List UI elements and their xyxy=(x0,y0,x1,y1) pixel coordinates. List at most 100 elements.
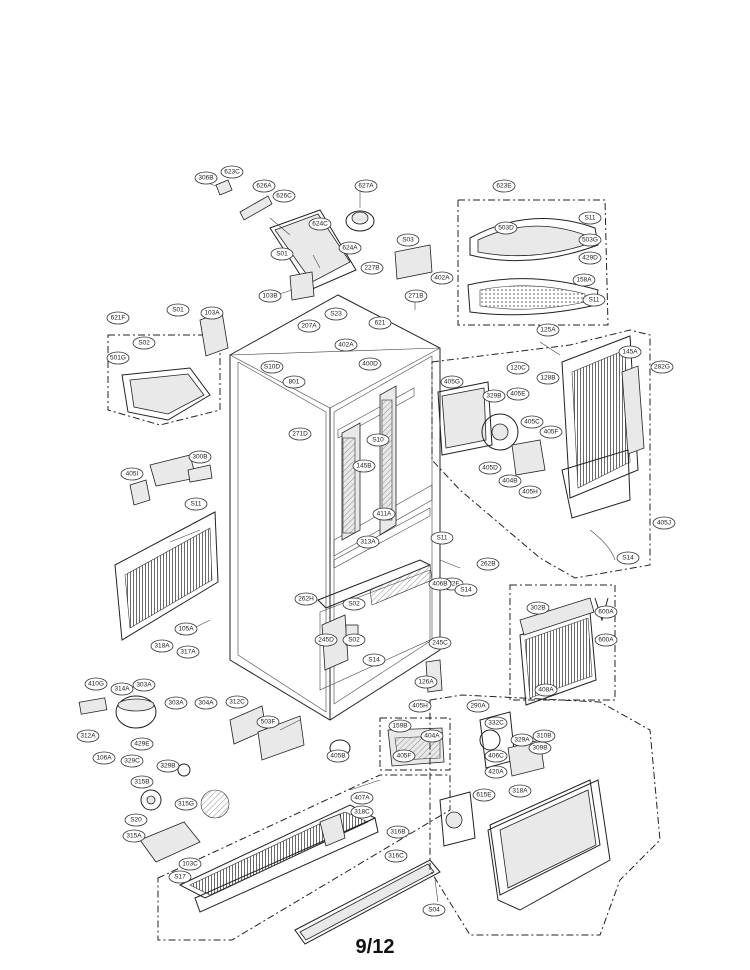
part-label-balloon xyxy=(408,699,432,713)
part-label-text: 315G xyxy=(178,801,194,808)
part-label-balloon xyxy=(508,784,532,798)
part-label-text: 290A xyxy=(470,703,486,710)
part-label-text: 317A xyxy=(180,649,196,656)
part-label-balloon xyxy=(132,336,156,350)
part-label-text: S14 xyxy=(460,587,472,594)
part-label-balloon xyxy=(518,485,542,499)
part-label-s11: S11 xyxy=(578,211,602,225)
part-label-balloon xyxy=(372,507,396,521)
part-label-text: 405C xyxy=(524,419,540,426)
part-label-text: 420A xyxy=(488,769,504,776)
part-label-balloon xyxy=(498,474,522,488)
part-label-411a: 411A xyxy=(372,507,396,521)
part-label-balloon xyxy=(297,319,321,333)
part-label-626a: 626A xyxy=(252,179,276,193)
part-label-text: S10D xyxy=(264,364,281,371)
part-label-balloon xyxy=(314,633,338,647)
part-label-balloon xyxy=(478,461,502,475)
part-label-309b: 309B xyxy=(528,741,552,755)
freezer-door-assembly xyxy=(429,694,661,936)
part-label-400d: 400D xyxy=(358,357,382,371)
part-label-balloon xyxy=(256,715,280,729)
part-label-125a: 125A xyxy=(536,323,560,337)
part-label-329b: 329B xyxy=(156,759,180,773)
part-label-405h: 405H xyxy=(518,485,542,499)
part-label-text: 405J xyxy=(657,520,671,527)
part-label-303a: 303A xyxy=(164,696,188,710)
part-label-s11: S11 xyxy=(582,293,606,307)
part-label-text: 405H xyxy=(412,703,428,710)
part-label-text: 404B xyxy=(502,478,517,485)
part-label-300b: 300B xyxy=(188,450,212,464)
part-label-balloon xyxy=(396,233,420,247)
part-label-text: 801 xyxy=(289,379,300,386)
part-label-balloon xyxy=(132,678,156,692)
part-label-balloon xyxy=(188,450,212,464)
part-label-429e: 429E xyxy=(130,737,154,751)
part-label-text: 410G xyxy=(88,681,104,688)
part-label-text: S14 xyxy=(368,657,380,664)
part-label-balloon xyxy=(414,675,438,689)
part-label-text: 145A xyxy=(622,349,638,356)
part-label-balloon xyxy=(352,459,376,473)
part-label-balloon xyxy=(156,759,180,773)
part-label-text: 623C xyxy=(224,169,240,176)
part-label-text: 402A xyxy=(434,275,450,282)
parts-drawing xyxy=(78,179,661,945)
part-label-balloon xyxy=(578,233,602,247)
part-label-text: 624C xyxy=(312,221,328,228)
part-label-s02: S02 xyxy=(132,336,156,350)
part-label-271d: 271D xyxy=(288,427,312,441)
part-label-text: 106A xyxy=(96,755,112,762)
part-label-balloon xyxy=(430,531,454,545)
part-label-303a: 303A xyxy=(132,678,156,692)
part-label-balloon xyxy=(492,179,516,193)
part-label-316c: 316C xyxy=(384,849,408,863)
part-label-balloon xyxy=(388,719,412,733)
part-label-balloon xyxy=(616,551,640,565)
part-label-balloon xyxy=(176,645,200,659)
part-label-text: 404A xyxy=(424,733,440,740)
part-label-s03: S03 xyxy=(396,233,420,247)
part-label-text: 624A xyxy=(342,245,358,252)
part-label-balloon xyxy=(539,425,563,439)
part-label-405f: 405F xyxy=(539,425,563,439)
part-label-balloon xyxy=(356,535,380,549)
part-label-text: 227B xyxy=(364,265,379,272)
part-label-balloon xyxy=(184,497,208,511)
part-label-410g: 410G xyxy=(84,677,108,691)
part-label-615e: 615E xyxy=(472,788,496,802)
part-label-text: S23 xyxy=(330,311,342,318)
part-label-text: 405F xyxy=(397,753,412,760)
part-label-text: 128B xyxy=(540,375,555,382)
part-label-text: 262B xyxy=(480,561,495,568)
part-label-text: 302B xyxy=(530,605,545,612)
part-label-271b: 271B xyxy=(404,289,428,303)
part-label-103b: 103B xyxy=(258,289,282,303)
part-label-503f: 503F xyxy=(256,715,280,729)
part-label-balloon xyxy=(130,737,154,751)
part-label-text: 316C xyxy=(388,853,404,860)
part-label-text: 332C xyxy=(488,720,504,727)
part-label-balloon xyxy=(536,323,560,337)
part-label-text: 105A xyxy=(178,626,194,633)
part-label-801: 801 xyxy=(282,375,306,389)
evaporator xyxy=(509,584,616,706)
part-label-balloon xyxy=(92,751,116,765)
lower-front-cover xyxy=(294,859,441,945)
part-label-text: 407A xyxy=(354,795,370,802)
part-label-balloon xyxy=(166,303,190,317)
part-label-text: 316B xyxy=(390,829,405,836)
part-label-balloon xyxy=(484,765,508,779)
part-label-s20: S20 xyxy=(124,813,148,827)
part-label-balloon xyxy=(106,311,130,325)
part-label-407a: 407A xyxy=(350,791,374,805)
part-label-balloon xyxy=(528,741,552,755)
part-label-158a: 158A xyxy=(572,273,596,287)
part-label-503g: 503G xyxy=(578,233,602,247)
part-label-402a: 402A xyxy=(430,271,454,285)
part-label-s10d: S10D xyxy=(260,360,284,374)
part-label-405h: 405H xyxy=(408,699,432,713)
part-label-329c: 329C xyxy=(120,754,144,768)
cabinet xyxy=(228,294,441,721)
